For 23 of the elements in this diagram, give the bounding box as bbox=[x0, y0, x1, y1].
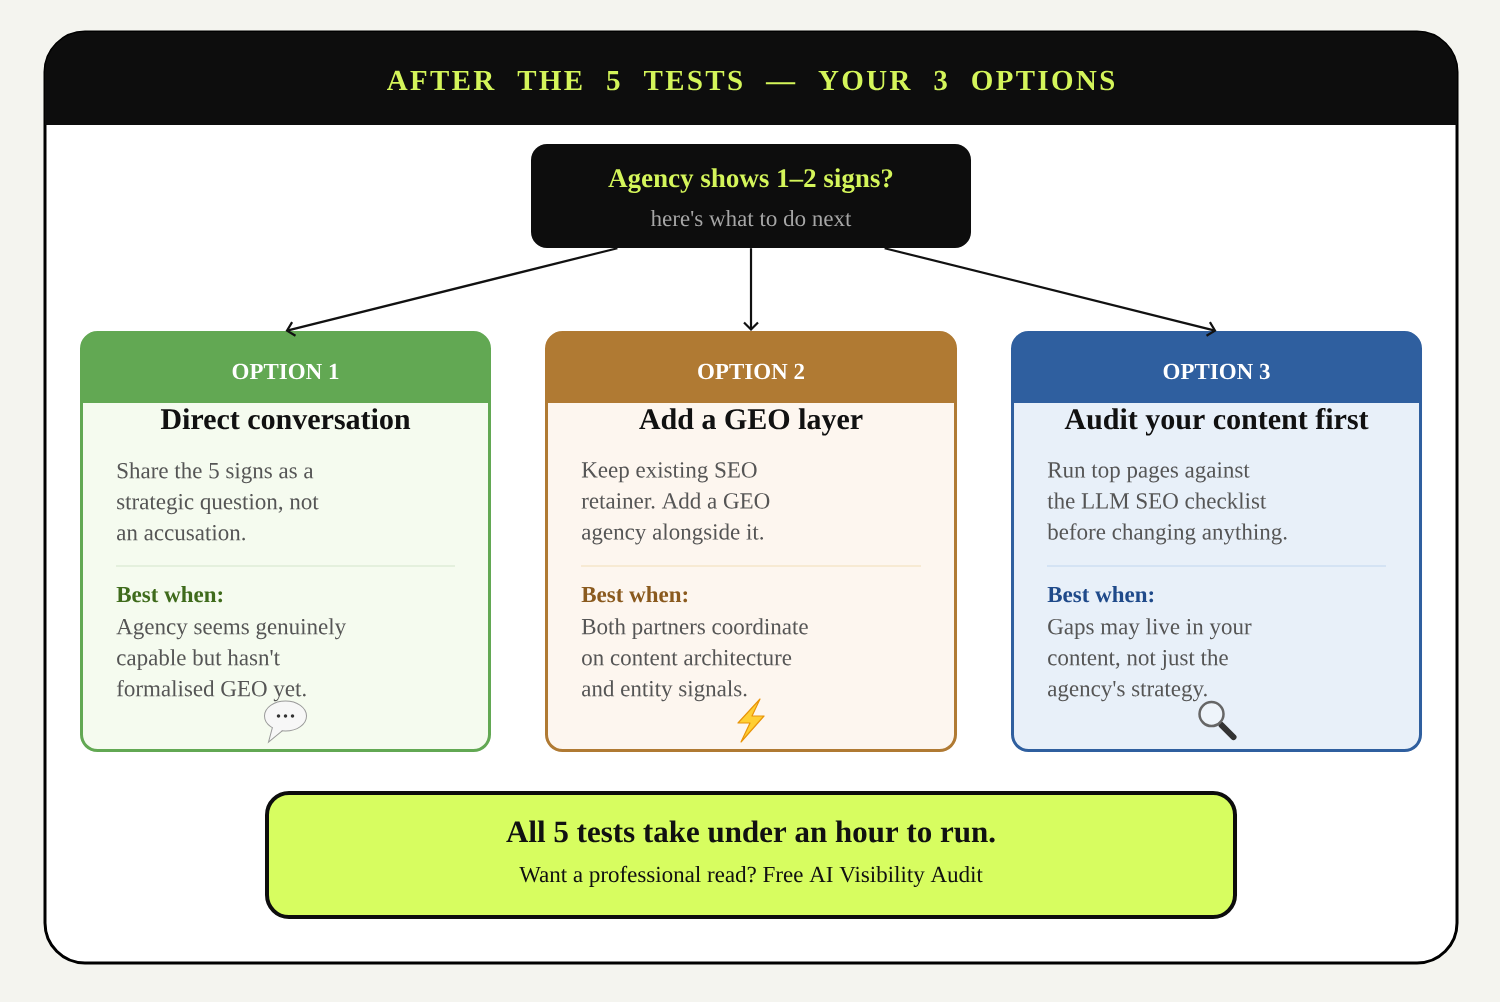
best-when-text: Gaps may live in your content, not just the agency's strategy. bbox=[1048, 618, 1252, 702]
card-header: OPTION 1 bbox=[81, 332, 490, 403]
title-bar: AFTER THE 5 TESTS — YOUR 3 OPTIONS bbox=[45, 32, 1457, 125]
card-header: OPTION 2 bbox=[546, 332, 956, 403]
best-when-text: Both partners coordinate on content architecture and entity signals. bbox=[581, 618, 808, 702]
arrow bbox=[285, 247, 618, 337]
description: Keep existing SEO retainer. Add a GEO agency alongside it. bbox=[581, 462, 770, 545]
headline: All 5 tests take under an hour to run. bbox=[506, 820, 995, 843]
subtitle: here's what to do next bbox=[650, 210, 852, 227]
best-when-label: Best when: bbox=[116, 586, 223, 603]
card-title: Add a GEO layer bbox=[639, 408, 863, 436]
question-text: Agency shows 1–2 signs? bbox=[608, 168, 893, 193]
description: Run top pages against the LLM SEO checklist before changing anything. bbox=[1047, 462, 1287, 545]
card-title: Audit your content first bbox=[1064, 407, 1369, 436]
call-to-action: Want a professional read? Free AI Visibility Audit bbox=[519, 865, 983, 887]
best-when-label: Best when: bbox=[581, 586, 688, 603]
description: Share the 5 signs as a strategic question, not an accusation. bbox=[117, 462, 319, 541]
best-when-label: Best when: bbox=[1047, 586, 1154, 603]
arrow bbox=[884, 247, 1217, 337]
best-when-text: Agency seems genuinely capable but hasn't formalised GEO yet. bbox=[116, 618, 347, 702]
card-title: Direct conversation bbox=[160, 408, 411, 430]
arrow bbox=[743, 248, 759, 331]
card-header: OPTION 3 bbox=[1012, 332, 1421, 403]
